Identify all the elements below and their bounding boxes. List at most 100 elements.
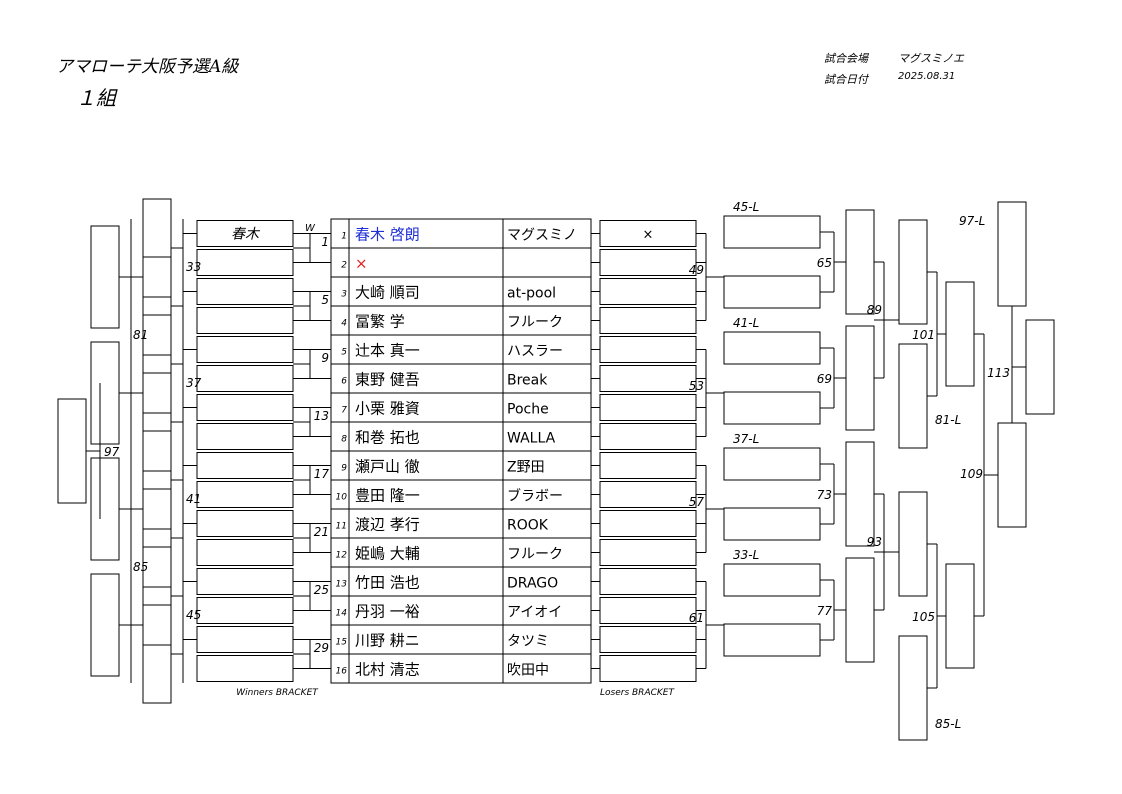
player-name: 東野 健吾 (355, 371, 420, 389)
winners-r1-box (196, 423, 294, 450)
seed-number: 12 (336, 551, 348, 561)
losers-r2-box (723, 507, 821, 541)
losers-r1-box (599, 452, 697, 479)
losers-r1-box (599, 510, 697, 537)
group-label: １組 (76, 86, 116, 110)
losers-dropin-box (723, 447, 821, 481)
losers-dropin-label: 45-L (733, 200, 759, 214)
winners-r1-match-number: 1 (321, 235, 329, 249)
losers-r3-box (845, 209, 875, 315)
seed-number: 8 (341, 435, 347, 445)
losers-r2-match-number: 69 (817, 372, 832, 386)
seed-number: 13 (336, 580, 348, 590)
losers-r1-box (599, 568, 697, 595)
losers-final-match-number: 113 (987, 366, 1010, 380)
player-team: フルーク (507, 315, 563, 331)
losers-r4-dropin-label: 85-L (935, 717, 961, 731)
seed-number: 5 (341, 348, 347, 358)
losers-r1-box (599, 394, 697, 421)
winners-r1-match-number: 29 (314, 641, 329, 655)
seed-number: 2 (341, 261, 347, 271)
losers-dropin-box (723, 215, 821, 249)
losers-dropin-label: 33-L (733, 548, 759, 562)
seed-number: 16 (336, 667, 348, 677)
losers-r1-box (599, 539, 697, 566)
winners-r2-match-number: 37 (186, 376, 202, 390)
losers-r2-match-number: 73 (817, 488, 832, 502)
winners-r2-box (142, 430, 172, 530)
date-label: 試合日付 (824, 73, 868, 86)
winners-r1-box (196, 655, 294, 682)
losers-r3-box (845, 325, 875, 431)
seed-number: 3 (341, 290, 347, 300)
winners-r3-box (90, 225, 120, 329)
losers-dropin-label: 41-L (733, 316, 759, 330)
player-name: 冨繁 学 (355, 313, 405, 331)
player-team: Break (507, 373, 548, 389)
player-team: ブラボー (507, 488, 563, 505)
player-name: 丹羽 一裕 (355, 603, 420, 621)
seed-number: 9 (341, 464, 347, 474)
winners-r2-box (142, 198, 172, 298)
winners-r1-match-number: 25 (314, 583, 329, 597)
date-value: 2025.08.31 (898, 71, 956, 82)
losers-r4-dropin-label: 81-L (935, 413, 961, 427)
player-name: 北村 清志 (355, 661, 420, 679)
seed-number: 6 (341, 377, 347, 387)
winners-r3-box (90, 573, 120, 677)
winners-r1-box (196, 307, 294, 334)
losers-final-box (1025, 319, 1055, 415)
winners-r1-box (196, 481, 294, 508)
losers-r2-box (723, 275, 821, 309)
player-team: マグスミノ (507, 228, 577, 244)
losers-r4-match-number: 105 (912, 610, 935, 624)
player-team: Poche (507, 402, 549, 418)
player-name: 小栗 雅資 (355, 400, 420, 418)
losers-r4-dropin-box (898, 343, 928, 449)
winners-marker: W (305, 223, 316, 234)
losers-r3-match-number: 93 (867, 535, 882, 549)
losers-r1-box (599, 626, 697, 653)
losers-r3-box (845, 441, 875, 547)
player-name: 春木 啓朗 (355, 226, 420, 244)
winners-r1-box (196, 452, 294, 479)
winners-r1-box (196, 394, 294, 421)
losers-r5-match-number: 109 (960, 467, 983, 481)
losers-r4-match-number: 101 (912, 328, 935, 342)
losers-final-dropin-box (997, 201, 1027, 307)
losers-r5-box (945, 281, 975, 387)
venue-label: 試合会場 (824, 52, 868, 65)
seed-number: 10 (336, 493, 348, 503)
losers-final-dropin-label: 97-L (959, 214, 985, 228)
winners-r1-box (196, 539, 294, 566)
winners-final-match-number: 97 (104, 445, 120, 459)
venue-value: マグスミノエ (898, 52, 964, 65)
losers-r4-dropin-box (898, 635, 928, 741)
winners-r1-box (196, 597, 294, 624)
losers-final-lower-box (997, 422, 1027, 528)
losers-r1-box (599, 597, 697, 624)
player-team: ROOK (507, 518, 549, 534)
winners-bracket-caption: Winners BRACKET (236, 688, 319, 698)
player-team: 吹田中 (507, 663, 549, 679)
player-name: 竹田 浩也 (355, 574, 420, 592)
winners-r1-match-number: 5 (321, 293, 329, 307)
losers-r1-box (599, 307, 697, 334)
winners-r3-match-number: 85 (133, 560, 148, 574)
losers-r2-box (723, 391, 821, 425)
losers-r2-match-number: 77 (817, 604, 833, 618)
player-name: 大崎 順司 (355, 284, 420, 302)
winners-r1-box (196, 626, 294, 653)
winners-final-box (57, 398, 87, 504)
winners-r1-box (196, 510, 294, 537)
losers-dropin-box (723, 331, 821, 365)
winners-r1-result: 春木 (231, 227, 261, 243)
winners-r1-box (196, 336, 294, 363)
losers-r4-box (898, 219, 928, 325)
player-name: 辻本 真一 (355, 342, 420, 360)
player-team: ハスラー (507, 344, 563, 360)
winners-r1-box (196, 365, 294, 392)
losers-r1-match-number: 53 (689, 379, 704, 393)
losers-r3-match-number: 89 (867, 303, 882, 317)
